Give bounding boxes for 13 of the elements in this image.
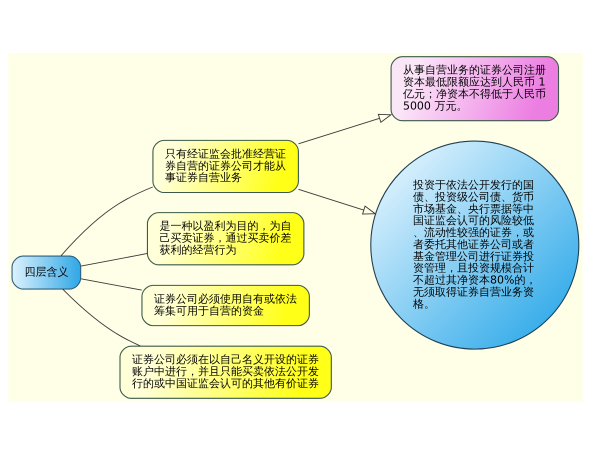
connector xyxy=(80,278,142,290)
connector xyxy=(60,186,154,256)
node-box: 证券公司必须在以自己名义开设的证券账户中进行，并且只能买卖依法公开发行的或中国证监会认可的其他有价证券 xyxy=(119,345,332,398)
node-box: 从事自营业务的证券公司注册资本最低限额应达到人民币 1亿元；净资本不得低于人民币5000 万元。 xyxy=(390,56,560,121)
node-box: 证券公司必须使用自有或依法筹集可用于自营的资金 xyxy=(141,284,310,326)
node-circle: 投资于依法公开发行的国债、投资级公司债、货币市场基金、央行票据等中国证监会认可的风险较低、流动性较强的证券，或者委托其他证券公司或者基金管理公司进行证券投资管理，且投资规模合计不超过其净资本80%的，无须取得证券自营业务资格。 xyxy=(370,140,580,350)
node-box: 只有经证监会批准经营证券自营的证券公司才能从事证券自营业务 xyxy=(152,139,299,193)
node-box: 是一种以盈利为目的，为自己买卖证券，通过买卖价差获利的经营行为 xyxy=(146,212,304,265)
connector xyxy=(80,252,148,266)
arrow xyxy=(298,188,376,214)
connector xyxy=(62,288,142,346)
arrow xyxy=(298,113,392,144)
node-box: 四层含义 xyxy=(12,255,82,290)
